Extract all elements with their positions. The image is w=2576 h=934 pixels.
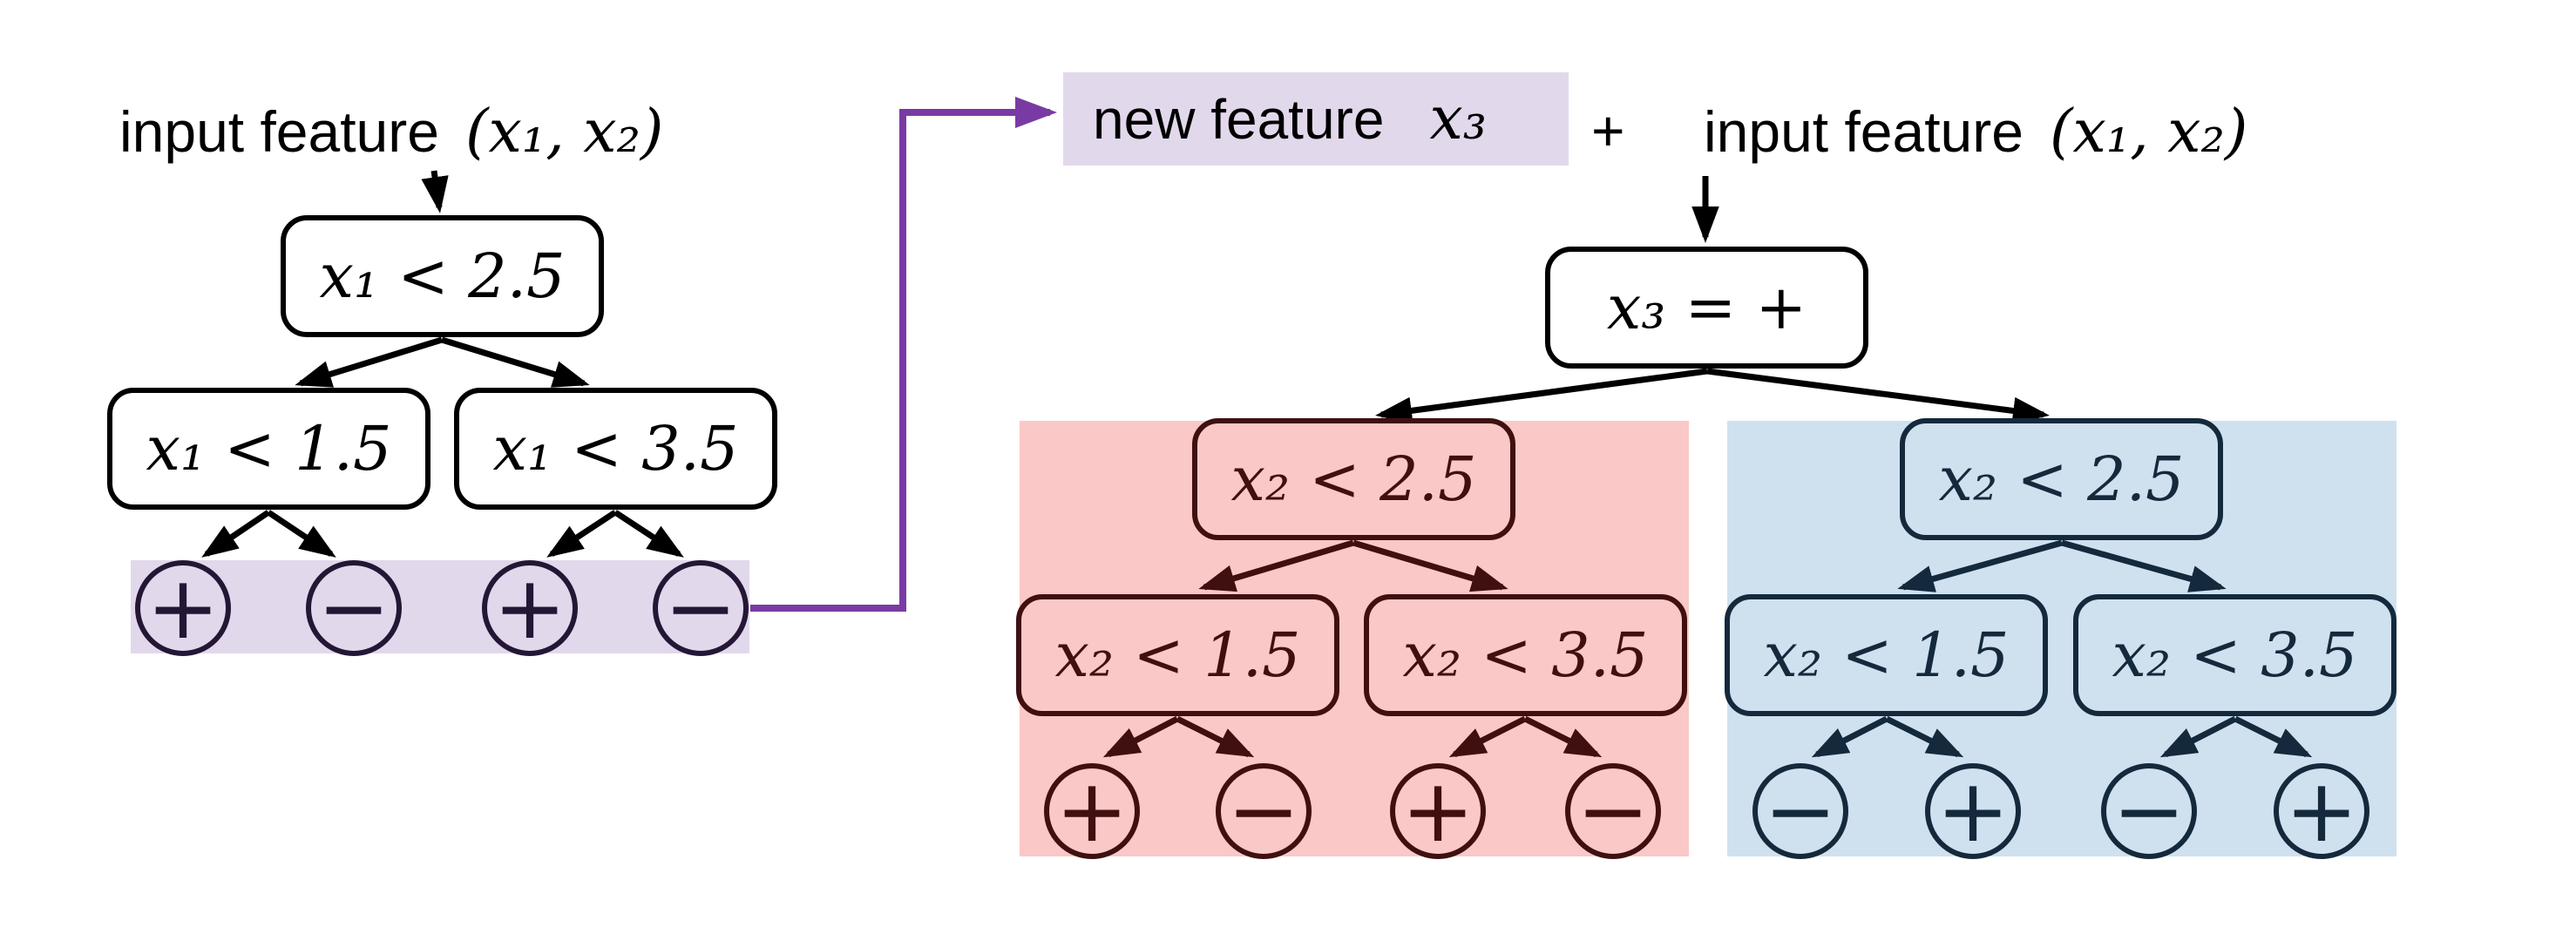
blue-child2-node: x₂ < 3.5 bbox=[2073, 594, 2396, 716]
blue-leaf-2-sign: + bbox=[1936, 760, 2010, 862]
left-input-feature-title: input feature (x₁, x₂) bbox=[119, 98, 663, 166]
right-title-label: input feature bbox=[1704, 99, 2024, 164]
edge-red-root-r bbox=[1352, 539, 1508, 592]
edge-red-c1-l bbox=[1102, 715, 1179, 758]
blue-leaf-3-sign: − bbox=[2112, 760, 2186, 862]
right-root-node: x₃ = + bbox=[1545, 247, 1868, 369]
red-root-node: x₂ < 2.5 bbox=[1192, 418, 1515, 540]
right-title-math: (x₁, x₂) bbox=[2049, 98, 2248, 166]
blue-leaf-4-sign: + bbox=[2285, 760, 2358, 862]
red-leaf-1: + bbox=[1044, 763, 1140, 859]
edge-left-c1-l bbox=[201, 510, 270, 558]
right-root-label: x₃ = + bbox=[1606, 272, 1807, 343]
left-title-arrow bbox=[421, 170, 449, 213]
left-child1-node: x₁ < 1.5 bbox=[107, 388, 430, 510]
edge-left-c2-r bbox=[613, 510, 684, 558]
red-root-label: x₂ < 2.5 bbox=[1230, 443, 1477, 515]
edge-blue-root-r bbox=[2061, 539, 2227, 592]
left-leaf-4-sign: − bbox=[664, 557, 737, 659]
edge-blue-c1-r bbox=[1885, 715, 1964, 758]
plus-separator: + bbox=[1591, 98, 1625, 163]
edge-red-c1-r bbox=[1176, 715, 1255, 758]
blue-leaf-4: + bbox=[2274, 763, 2369, 859]
left-title-math: (x₁, x₂) bbox=[464, 98, 664, 166]
new-feature-arrow bbox=[750, 97, 1057, 612]
edge-red-c2-r bbox=[1523, 715, 1603, 758]
red-child1-node: x₂ < 1.5 bbox=[1016, 594, 1339, 716]
edge-blue-c1-l bbox=[1811, 715, 1888, 758]
left-leaf-1: + bbox=[135, 560, 231, 656]
edge-left-c2-l bbox=[546, 510, 617, 558]
red-child2-label: x₂ < 3.5 bbox=[1402, 619, 1649, 691]
edge-blue-c2-r bbox=[2234, 715, 2313, 758]
left-title-label: input feature bbox=[119, 99, 439, 164]
edge-right-root-l bbox=[1375, 368, 1708, 424]
new-feature-box: new feature x₃ bbox=[1063, 72, 1569, 166]
left-leaf-4: − bbox=[653, 560, 749, 656]
red-leaf-3-sign: + bbox=[1401, 760, 1474, 862]
blue-root-label: x₂ < 2.5 bbox=[1938, 443, 2185, 515]
edge-left-root-l bbox=[295, 336, 444, 388]
red-leaf-3: + bbox=[1390, 763, 1486, 859]
left-child2-node: x₁ < 3.5 bbox=[454, 388, 777, 510]
left-leaf-2: − bbox=[306, 560, 402, 656]
blue-child1-node: x₂ < 1.5 bbox=[1725, 594, 2048, 716]
new-feature-math: x₃ bbox=[1429, 85, 1488, 153]
blue-leaf-1: − bbox=[1752, 763, 1848, 859]
left-child2-label: x₁ < 3.5 bbox=[492, 413, 739, 484]
blue-leaf-2: + bbox=[1925, 763, 2021, 859]
edge-left-root-r bbox=[440, 336, 590, 388]
left-leaf-1-sign: + bbox=[146, 557, 220, 659]
right-input-feature-title: input feature (x₁, x₂) bbox=[1704, 98, 2247, 166]
edge-red-root-l bbox=[1198, 539, 1355, 592]
left-leaf-2-sign: − bbox=[317, 557, 390, 659]
left-root-node: x₁ < 2.5 bbox=[281, 215, 604, 337]
red-leaf-1-sign: + bbox=[1055, 760, 1129, 862]
left-leaf-3-sign: + bbox=[493, 557, 566, 659]
leaf-highlight-band bbox=[131, 560, 749, 653]
blue-leaf-1-sign: − bbox=[1764, 760, 1837, 862]
edge-left-c1-r bbox=[267, 510, 336, 558]
blue-child1-label: x₂ < 1.5 bbox=[1763, 619, 2010, 691]
left-root-label: x₁ < 2.5 bbox=[319, 240, 566, 312]
red-leaf-4: − bbox=[1565, 763, 1661, 859]
blue-root-node: x₂ < 2.5 bbox=[1900, 418, 2223, 540]
edge-right-root-r bbox=[1706, 368, 2050, 425]
blue-child2-label: x₂ < 3.5 bbox=[2112, 619, 2358, 691]
red-child2-node: x₂ < 3.5 bbox=[1364, 594, 1687, 716]
edge-blue-root-l bbox=[1897, 539, 2063, 592]
left-child1-label: x₁ < 1.5 bbox=[146, 413, 392, 484]
edge-blue-c2-l bbox=[2159, 715, 2237, 758]
red-child1-label: x₂ < 1.5 bbox=[1054, 619, 1301, 691]
new-feature-label: new feature bbox=[1093, 87, 1385, 151]
red-leaf-4-sign: − bbox=[1576, 760, 1650, 862]
red-leaf-2: − bbox=[1216, 763, 1312, 859]
edge-red-c2-l bbox=[1448, 715, 1527, 758]
blue-leaf-3: − bbox=[2101, 763, 2197, 859]
red-leaf-2-sign: − bbox=[1227, 760, 1300, 862]
left-leaf-3: + bbox=[482, 560, 578, 656]
